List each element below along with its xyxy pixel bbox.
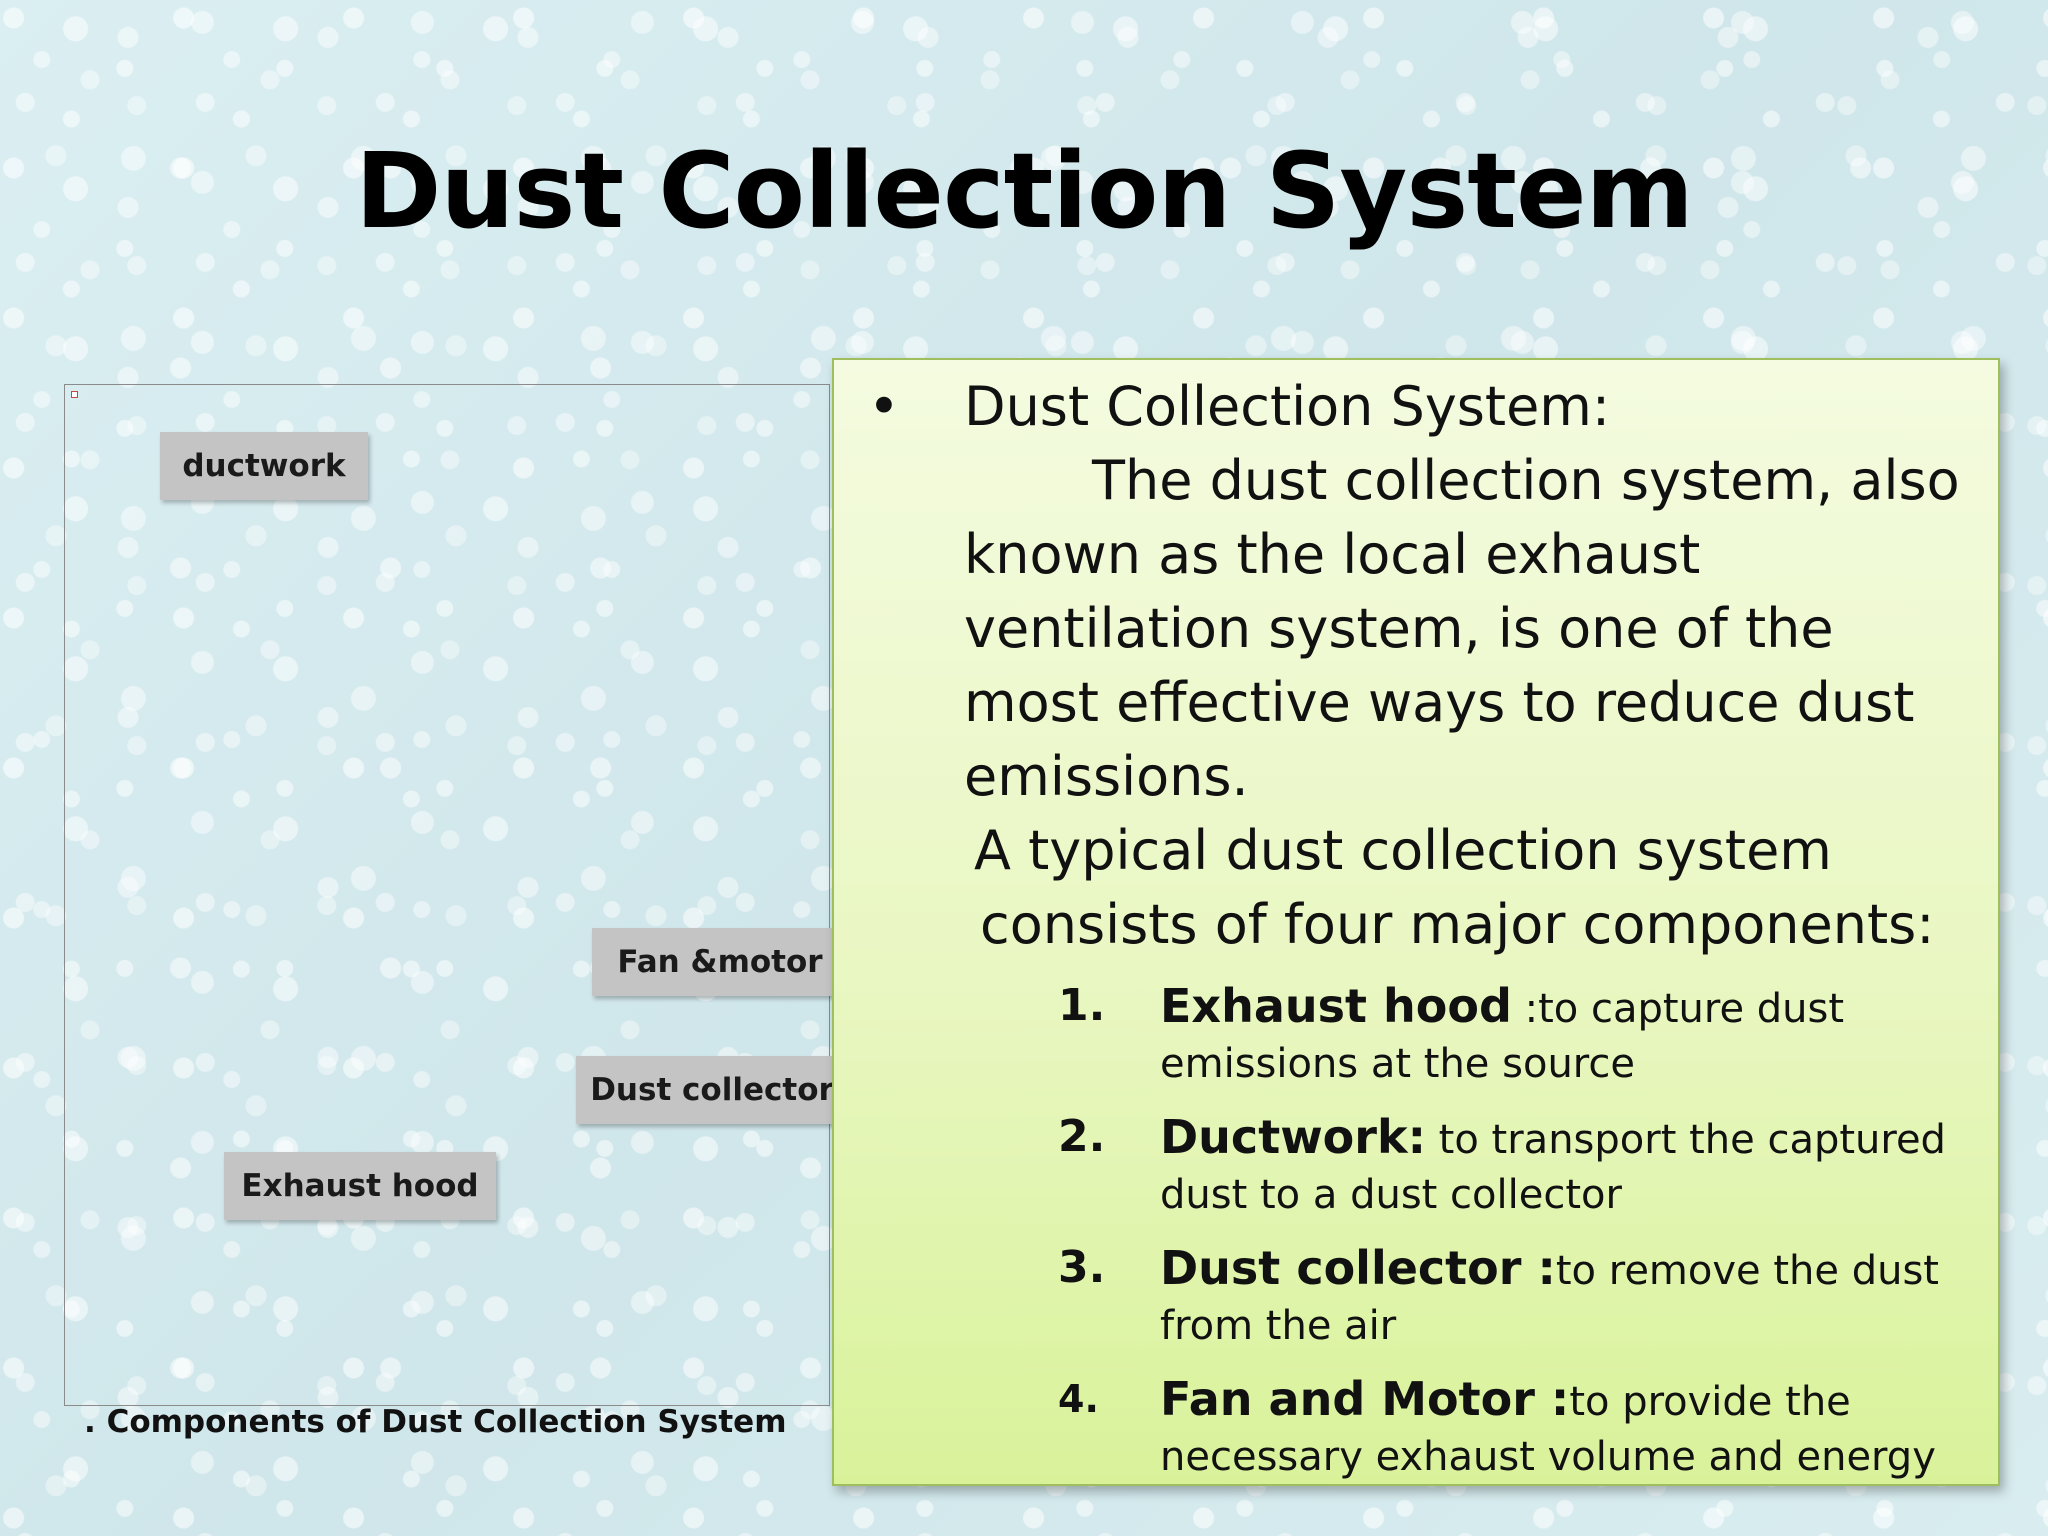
paragraph-one: The dust collection system, also known a… xyxy=(964,449,1960,808)
paragraph-two: A typical dust collection system consist… xyxy=(974,819,1935,956)
list-term: Dust collector : xyxy=(1160,1241,1556,1295)
list-term: Exhaust hood xyxy=(1160,979,1512,1033)
list-desc-cont: emissions at the source xyxy=(1160,1041,1635,1087)
bullet-item: • Dust Collection System: The dust colle… xyxy=(868,370,1978,962)
list-number: 4. xyxy=(1058,1377,1099,1421)
list-desc: to remove the dust xyxy=(1555,1248,1939,1294)
slide-title: Dust Collection System xyxy=(355,130,1694,252)
list-number: 1. xyxy=(1058,980,1106,1031)
label-dust-collector: Dust collector xyxy=(576,1056,848,1124)
list-body: Exhaust hood :to capture dust emissions … xyxy=(1160,978,1978,1091)
figure-caption: . Components of Dust Collection System xyxy=(84,1404,787,1440)
label-ductwork: ductwork xyxy=(160,432,368,500)
list-item: 1. Exhaust hood :to capture dust emissio… xyxy=(1058,978,1978,1091)
list-body: Ductwork: to transport the captured dust… xyxy=(1160,1109,1978,1222)
bullet-text: Dust Collection System: The dust collect… xyxy=(964,370,1978,962)
list-desc: to provide the xyxy=(1569,1379,1851,1425)
bullet-heading: Dust Collection System: xyxy=(964,375,1611,438)
list-desc: to transport the captured xyxy=(1425,1117,1946,1163)
label-exhaust-hood: Exhaust hood xyxy=(224,1152,496,1220)
broken-image-icon xyxy=(71,391,78,398)
component-list: 1. Exhaust hood :to capture dust emissio… xyxy=(1058,978,1978,1502)
list-desc-cont: from the air xyxy=(1160,1303,1397,1349)
content-box: • Dust Collection System: The dust colle… xyxy=(832,358,2000,1486)
bullet-area: • Dust Collection System: The dust colle… xyxy=(868,370,1978,962)
list-desc-cont: necessary exhaust volume and energy xyxy=(1160,1434,1936,1480)
list-desc: :to capture dust xyxy=(1511,986,1845,1032)
list-number: 2. xyxy=(1058,1111,1106,1162)
missing-image-notice xyxy=(71,391,78,398)
list-item: 2. Ductwork: to transport the captured d… xyxy=(1058,1109,1978,1222)
list-number: 3. xyxy=(1058,1242,1106,1293)
list-body: Fan and Motor :to provide the necessary … xyxy=(1160,1371,1978,1484)
list-term: Ductwork: xyxy=(1160,1110,1426,1164)
label-fan-motor: Fan &motor xyxy=(592,928,848,996)
list-term: Fan and Motor : xyxy=(1160,1372,1570,1426)
list-item: 4. Fan and Motor :to provide the necessa… xyxy=(1058,1371,1978,1484)
list-item: 3. Dust collector :to remove the dust fr… xyxy=(1058,1240,1978,1353)
list-body: Dust collector :to remove the dust from … xyxy=(1160,1240,1978,1353)
figure-placeholder xyxy=(64,384,830,1406)
list-desc-cont: dust to a dust collector xyxy=(1160,1172,1622,1218)
bullet-dot-icon: • xyxy=(868,375,900,438)
